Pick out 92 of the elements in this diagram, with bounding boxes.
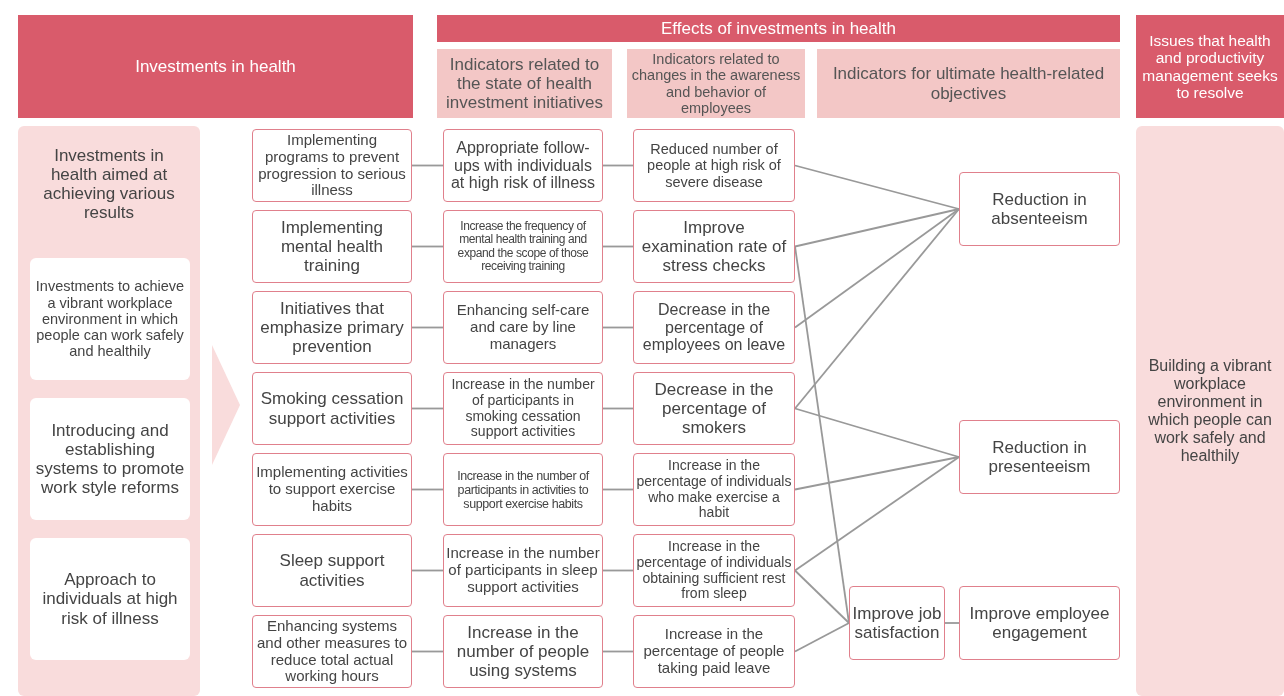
connector-line xyxy=(602,326,634,329)
panel-text: Building a vibrant workplace environment in which people can work safely and healthily xyxy=(1147,357,1273,465)
indicator-text: Improve examination rate of stress checks xyxy=(640,217,788,276)
indicator-box xyxy=(959,420,1120,494)
header-text: Effects of investments in health xyxy=(660,19,897,38)
indicator-text: Decrease in the percentage of smokers xyxy=(653,379,775,438)
indicator-box xyxy=(252,372,412,445)
connector-line xyxy=(602,650,634,653)
indicator-text: Increase the frequency of mental health training and expand the scope of those receiving training xyxy=(456,219,590,274)
connector-line xyxy=(602,245,634,248)
connector-line xyxy=(794,407,960,458)
category-box xyxy=(30,258,190,380)
indicator-text: Sleep support activities xyxy=(278,551,386,590)
indicator-text: Implementing activities to support exercise habits xyxy=(255,464,409,515)
connector-line xyxy=(944,622,960,624)
indicator-box xyxy=(443,372,603,445)
category-text: Investments to achieve a vibrant workplace environment in which people can work safely and healthily xyxy=(34,278,186,360)
connector-line xyxy=(794,208,960,410)
header-bar xyxy=(18,15,413,118)
indicator-text: Improve job satisfaction xyxy=(851,603,943,643)
column-header xyxy=(817,49,1120,118)
indicator-box xyxy=(633,615,795,688)
indicator-text: Increase in the percentage of individuals who make exercise a habit xyxy=(635,458,793,521)
column-header-text: Indicators for ultimate health-related objectives xyxy=(831,64,1106,103)
indicator-box xyxy=(443,615,603,688)
panel-text: Investments in health aimed at achieving various results xyxy=(42,146,176,223)
indicator-text: Increase in the percentage of people taking paid leave xyxy=(642,626,786,677)
connector-line xyxy=(794,456,960,572)
category-panel xyxy=(18,126,200,696)
connector-line xyxy=(794,164,960,210)
indicator-text: Enhancing self-care and care by line managers xyxy=(455,302,591,353)
column-header-text: Indicators related to changes in the awareness and behavior of employees xyxy=(630,51,802,116)
indicator-text: Appropriate follow-ups with individuals at high risk of illness xyxy=(449,138,597,193)
header-text: Issues that health and productivity management seeks to resolve xyxy=(1141,31,1279,102)
indicator-text: Reduction in absenteeism xyxy=(990,189,1089,229)
connector-line xyxy=(411,245,444,248)
indicator-box xyxy=(443,210,603,283)
indicator-box xyxy=(252,534,412,607)
column-header-text: Indicators related to the state of health investment initiatives xyxy=(445,54,604,113)
indicator-text: Initiatives that emphasize primary prevention xyxy=(259,298,405,357)
indicator-text: Increase in the number of participants in sleep support activities xyxy=(445,545,601,596)
indicator-box xyxy=(252,210,412,283)
connector-line xyxy=(411,164,444,167)
indicator-box xyxy=(959,586,1120,660)
indicator-text: Implementing mental health training xyxy=(279,217,385,276)
indicator-box xyxy=(443,453,603,526)
indicator-box xyxy=(633,210,795,283)
category-panel xyxy=(1136,126,1284,696)
connector-line xyxy=(794,245,850,624)
indicator-text: Improve employee engagement xyxy=(968,603,1111,643)
header-bar xyxy=(1136,15,1284,118)
indicator-box xyxy=(252,453,412,526)
connector-line xyxy=(411,569,444,572)
connector-line xyxy=(794,208,960,248)
header-bar xyxy=(437,15,1120,42)
indicator-text: Decrease in the percentage of employees on leave xyxy=(641,300,787,355)
category-text: Approach to individuals at high risk of illness xyxy=(41,570,179,628)
connector-line xyxy=(602,488,634,491)
connector-line xyxy=(794,622,850,653)
indicator-box xyxy=(633,372,795,445)
indicator-text: Reduction in presenteeism xyxy=(987,437,1092,477)
indicator-text: Smoking cessation support activities xyxy=(259,389,405,428)
indicator-text: Enhancing systems and other measures to reduce total actual working hours xyxy=(255,617,409,686)
category-box xyxy=(30,398,190,520)
category-box xyxy=(30,538,190,660)
indicator-text: Increase in the percentage of individuals obtaining sufficient rest from sleep xyxy=(635,539,793,602)
indicator-text: Increase in the number of people using systems xyxy=(455,622,591,681)
category-text: Introducing and establishing systems to promote work style reforms xyxy=(34,420,186,498)
connector-line xyxy=(411,407,444,410)
connector-line xyxy=(602,569,634,572)
connector-line xyxy=(794,569,850,624)
indicator-box xyxy=(252,291,412,364)
indicator-box xyxy=(443,291,603,364)
column-header xyxy=(437,49,612,118)
header-text: Investments in health xyxy=(134,57,297,76)
indicator-text: Increase in the number of participants in activities to support exercise habits xyxy=(456,468,591,511)
indicator-text: Reduced number of people at high risk of severe disease xyxy=(646,141,782,190)
indicator-text: Increase in the number of participants in smoking cessation support activities xyxy=(450,377,596,440)
indicator-box xyxy=(443,129,603,202)
connector-line xyxy=(411,488,444,491)
indicator-box xyxy=(443,534,603,607)
indicator-box xyxy=(959,172,1120,246)
connector-line xyxy=(794,456,960,491)
connector-line xyxy=(411,650,444,653)
indicator-box xyxy=(849,586,945,660)
connector-line xyxy=(602,407,634,410)
connector-line xyxy=(794,208,960,329)
indicator-text: Implementing programs to prevent progression to serious illness xyxy=(257,131,407,200)
connector-line xyxy=(602,164,634,167)
connector-line xyxy=(411,326,444,329)
indicator-box xyxy=(633,291,795,364)
indicator-box xyxy=(633,129,795,202)
